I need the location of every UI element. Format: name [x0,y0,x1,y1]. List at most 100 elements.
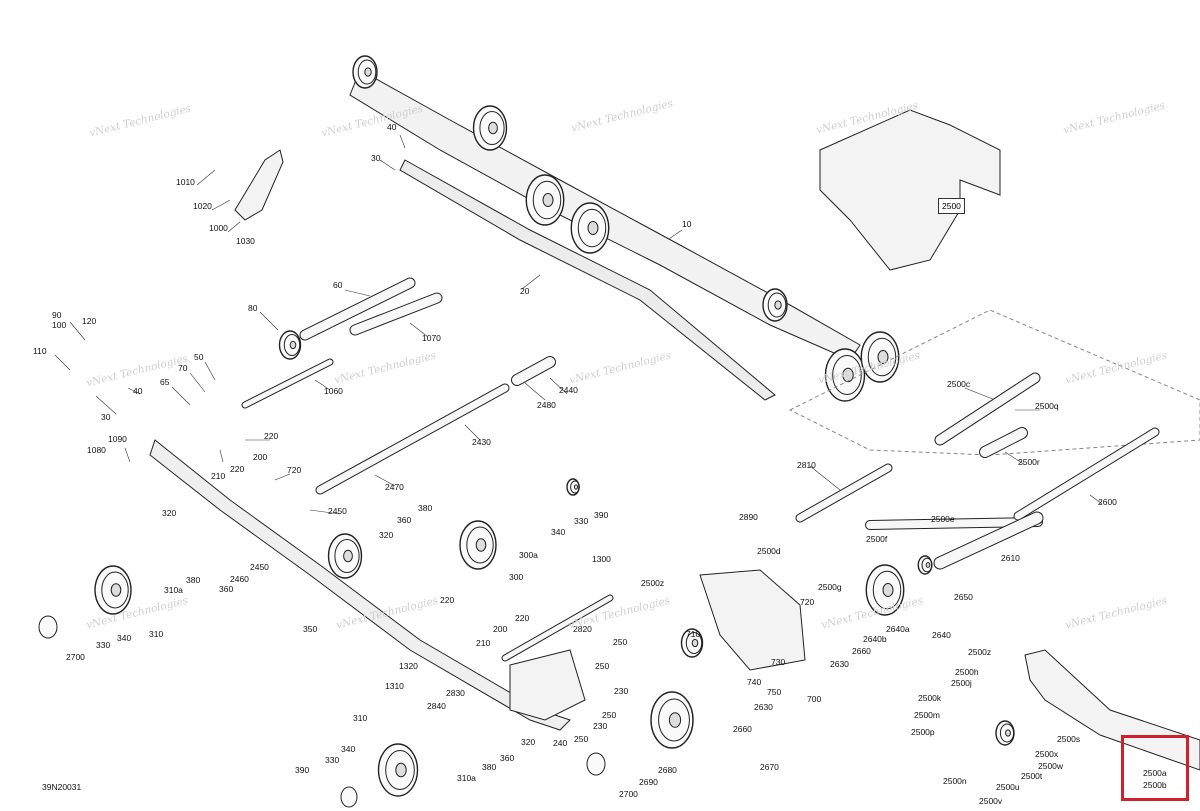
callout-2890[interactable]: 2890 [739,512,758,522]
callout-2700[interactable]: 2700 [619,789,638,799]
callout-230[interactable]: 230 [593,721,608,731]
callout-2500j[interactable]: 2500j [951,678,972,688]
callout-2830[interactable]: 2830 [446,688,465,698]
callout-250[interactable]: 250 [574,734,589,744]
callout-2500q[interactable]: 2500q [1035,401,1059,411]
callout-2500g[interactable]: 2500g [818,582,842,592]
callout-1300[interactable]: 1300 [592,554,611,564]
callout-2600[interactable]: 2600 [1098,497,1117,507]
callout-2820[interactable]: 2820 [573,624,592,634]
callout-200[interactable]: 200 [493,624,508,634]
callout-740[interactable]: 740 [747,677,762,687]
callout-2500d[interactable]: 2500d [757,546,781,556]
callout-230[interactable]: 230 [614,686,629,696]
callout-310a[interactable]: 310a [164,585,183,595]
callout-350[interactable]: 350 [303,624,318,634]
callout-2500n[interactable]: 2500n [943,776,967,786]
callout-2670[interactable]: 2670 [760,762,779,772]
callout-310[interactable]: 310 [353,713,368,723]
callout-30[interactable]: 30 [101,412,111,422]
callout-240[interactable]: 240 [553,738,568,748]
callout-320[interactable]: 320 [521,737,536,747]
callout-700[interactable]: 700 [807,694,822,704]
callout-300[interactable]: 300 [509,572,524,582]
callout-2640[interactable]: 2640 [932,630,951,640]
callout-50[interactable]: 50 [194,352,204,362]
callout-2660[interactable]: 2660 [733,724,752,734]
callout-2500h[interactable]: 2500h [955,667,979,677]
callout-2440[interactable]: 2440 [559,385,578,395]
highlight-box[interactable] [1121,735,1189,801]
callout-2680[interactable]: 2680 [658,765,677,775]
callout-65[interactable]: 65 [160,377,170,387]
callout-720[interactable]: 720 [287,465,302,475]
callout-1310[interactable]: 1310 [385,681,404,691]
callout-2840[interactable]: 2840 [427,701,446,711]
callout-40[interactable]: 40 [133,386,143,396]
callout-2660[interactable]: 2660 [852,646,871,656]
callout-1020[interactable]: 1020 [193,201,212,211]
callout-330[interactable]: 330 [96,640,111,650]
callout-210[interactable]: 210 [211,471,226,481]
callout-2500u[interactable]: 2500u [996,782,1020,792]
callout-220[interactable]: 220 [230,464,245,474]
callout-390[interactable]: 390 [594,510,609,520]
callout-60[interactable]: 60 [333,280,343,290]
callout-80[interactable]: 80 [248,303,258,313]
callout-320[interactable]: 320 [162,508,177,518]
callout-200[interactable]: 200 [253,452,268,462]
callout-300a[interactable]: 300a [519,550,538,560]
callout-2500t[interactable]: 2500t [1021,771,1043,781]
callout-2610[interactable]: 2610 [1001,553,1020,563]
callout-2500x[interactable]: 2500x [1035,749,1059,759]
callout-2500p[interactable]: 2500p [911,727,935,737]
callout-340[interactable]: 340 [341,744,356,754]
callout-40[interactable]: 40 [387,122,397,132]
callout-1070[interactable]: 1070 [422,333,441,343]
callout-310a[interactable]: 310a [457,773,476,783]
callout-2500w[interactable]: 2500w [1038,761,1064,771]
callout-720[interactable]: 720 [800,597,815,607]
callout-340[interactable]: 340 [117,633,132,643]
callout-2480[interactable]: 2480 [537,400,556,410]
callout-10[interactable]: 10 [682,219,692,229]
callout-2630[interactable]: 2630 [830,659,849,669]
callout-390[interactable]: 390 [295,765,310,775]
callout-1080[interactable]: 1080 [87,445,106,455]
callout-2450[interactable]: 2450 [250,562,269,572]
callout-2640a[interactable]: 2640a [886,624,910,634]
callout-1320[interactable]: 1320 [399,661,418,671]
callout-1060[interactable]: 1060 [324,386,343,396]
callout-90[interactable]: 90 [52,310,62,320]
callout-380[interactable]: 380 [186,575,201,585]
callout-2500s[interactable]: 2500s [1057,734,1081,744]
callout-750[interactable]: 750 [767,687,782,697]
callout-2650[interactable]: 2650 [954,592,973,602]
callout-2500v[interactable]: 2500v [979,796,1003,806]
callout-2810[interactable]: 2810 [797,460,816,470]
callout-1000[interactable]: 1000 [209,223,228,233]
callout-2640b[interactable]: 2640b [863,634,887,644]
callout-330[interactable]: 330 [574,516,589,526]
callout-20[interactable]: 20 [520,286,530,296]
callout-120[interactable]: 120 [82,316,97,326]
callout-2460[interactable]: 2460 [230,574,249,584]
callout-2500f[interactable]: 2500f [866,534,888,544]
callout-380[interactable]: 380 [418,503,433,513]
callout-2630[interactable]: 2630 [754,702,773,712]
callout-730[interactable]: 730 [771,657,786,667]
callout-250[interactable]: 250 [613,637,628,647]
callout-220[interactable]: 220 [515,613,530,623]
callout-110[interactable]: 110 [33,346,47,356]
callout-2500c[interactable]: 2500c [947,379,971,389]
callout-2450[interactable]: 2450 [328,506,347,516]
callout-220[interactable]: 220 [440,595,455,605]
callout-360[interactable]: 360 [219,584,234,594]
callout-2500r[interactable]: 2500r [1018,457,1040,467]
callout-70[interactable]: 70 [178,363,188,373]
callout-360[interactable]: 360 [500,753,515,763]
callout-1010[interactable]: 1010 [176,177,195,187]
callout-2500m[interactable]: 2500m [914,710,940,720]
callout-2500z[interactable]: 2500z [641,578,665,588]
callout-100[interactable]: 100 [52,320,67,330]
